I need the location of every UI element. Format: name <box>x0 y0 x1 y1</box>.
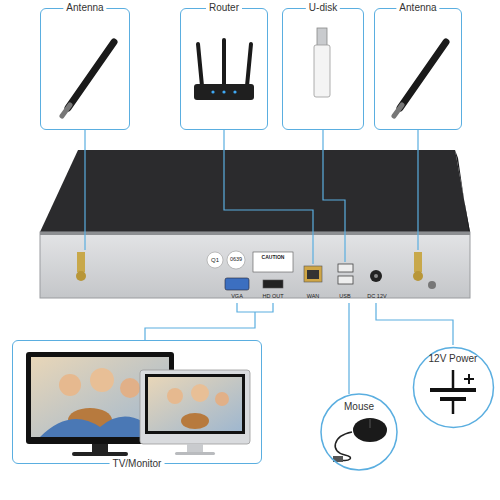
router-callout: Router <box>180 8 268 130</box>
antenna-callout: Antenna <box>374 8 462 130</box>
callout-label: Antenna <box>396 2 439 14</box>
port-label: USB <box>339 294 350 300</box>
sticker-text: Q1 <box>211 257 219 263</box>
u-disk-picture <box>314 28 330 97</box>
antenna-callout: Antenna <box>40 8 130 130</box>
port-label: HD OUT <box>262 294 283 300</box>
caution-text: CAUTION <box>262 255 285 260</box>
callout-label: Mouse <box>341 401 377 413</box>
monitor-picture <box>26 352 250 456</box>
mouse-picture <box>333 418 387 462</box>
sticker-text: 0639 <box>230 257 242 263</box>
u-disk-callout: U-disk <box>282 8 364 130</box>
antenna-picture <box>394 42 446 116</box>
antenna-picture <box>62 42 114 116</box>
callout-label: U-disk <box>306 2 340 14</box>
power-callout: 12V Power <box>411 345 496 430</box>
callout-label: Router <box>206 2 242 14</box>
mouse-callout: Mouse <box>320 393 398 471</box>
callout-label: Antenna <box>63 2 106 14</box>
monitor-callout: TV/Monitor <box>12 340 262 464</box>
port-label: WAN <box>307 294 320 300</box>
nvr-device <box>40 150 470 298</box>
dc-power-symbol <box>430 370 476 414</box>
callout-label: TV/Monitor <box>110 458 165 470</box>
callout-label: 12V Power <box>426 353 481 365</box>
router-picture <box>194 40 254 100</box>
port-label: DC 12V <box>367 294 386 300</box>
port-label: VGA <box>231 294 243 300</box>
